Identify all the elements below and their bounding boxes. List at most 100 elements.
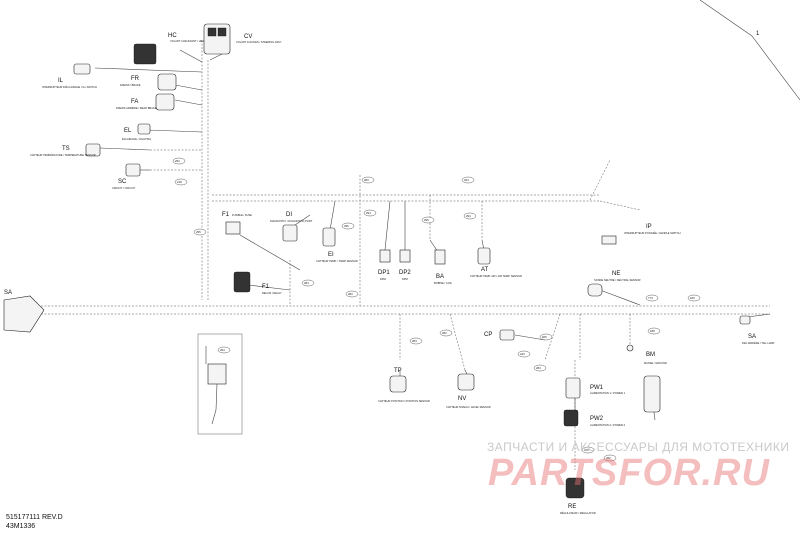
svg-text:282: 282: [442, 331, 447, 335]
svg-text:DP1: DP1: [378, 270, 390, 276]
svg-text:180: 180: [690, 296, 695, 300]
ref-badge: 296: [341, 222, 355, 230]
ref-badge: 294: [217, 346, 231, 354]
ref-badge: 218: [174, 178, 188, 186]
svg-text:INTERRUPTEUR D'ÉCLAIRAGE / ILL: INTERRUPTEUR D'ÉCLAIRAGE / ILL SWITCH: [42, 84, 97, 89]
svg-text:RÉGULATEUR / REGULATOR: RÉGULATEUR / REGULATOR: [560, 510, 596, 515]
svg-text:282: 282: [606, 456, 611, 460]
ref-badge: 243: [517, 350, 531, 358]
svg-text:294: 294: [466, 214, 471, 218]
svg-text:SC: SC: [118, 179, 127, 185]
cv-connector: CV VOLANT & ROUES / STEERING ASSY: [203, 23, 282, 55]
watermark-tagline: ЗАПЧАСТИ И АКСЕССУАРЫ ДЛЯ МОТОТЕХНИКИ: [487, 440, 790, 454]
svg-text:CAPTEUR TEMP. AIR / AIR TEMP.: CAPTEUR TEMP. AIR / AIR TEMP. SENSOR: [470, 274, 522, 278]
svg-text:CAPTEUR POSITION / POSITION SE: CAPTEUR POSITION / POSITION SENSOR: [378, 399, 430, 403]
svg-text:294: 294: [366, 211, 371, 215]
hc-connector: HC VOLANT CHAUFFANT / HEATED STEERING: [133, 33, 223, 65]
f1-fuse: F1 FUSIBLE / FUSE: [222, 212, 252, 235]
svg-text:BA: BA: [436, 274, 444, 280]
ref-badge: 773: [645, 294, 659, 302]
tp-connector: TP CAPTEUR POSITION / POSITION SENSOR: [378, 368, 430, 403]
svg-text:284: 284: [536, 366, 541, 370]
dp1-connector: DP1 DPM: [378, 249, 390, 281]
svg-text:284: 284: [412, 339, 417, 343]
svg-text:296: 296: [424, 218, 429, 222]
svg-text:PW2: PW2: [590, 416, 604, 422]
svg-text:EI: EI: [328, 252, 334, 258]
pw2-connector: PW2 ALIMENTATION 2 / POWER 2: [563, 409, 626, 427]
sa-right-connector: SA FEU ARRIÈRE / TAIL LAMP: [739, 315, 775, 345]
ref-badge: 282: [439, 329, 453, 337]
svg-text:DI: DI: [286, 212, 292, 218]
pw1-connector: PW1 ALIMENTATION 1 / POWER 1: [565, 377, 626, 399]
svg-text:BM: BM: [646, 352, 655, 358]
svg-text:FEU ARRIÈRE / TAIL LAMP: FEU ARRIÈRE / TAIL LAMP: [742, 340, 775, 345]
svg-text:294: 294: [220, 348, 225, 352]
svg-text:SONDE NEUTRE / NEUTRAL SENSOR: SONDE NEUTRE / NEUTRAL SENSOR: [594, 278, 641, 282]
svg-text:TP: TP: [394, 368, 402, 374]
svg-text:MASSE / GROUND: MASSE / GROUND: [644, 361, 667, 365]
ref-badge: 294: [363, 209, 377, 217]
svg-text:NE: NE: [612, 271, 620, 277]
svg-text:CIRCUIT / CIRCUIT: CIRCUIT / CIRCUIT: [112, 186, 136, 190]
ref-badge: 296: [421, 216, 435, 224]
svg-text:188: 188: [650, 329, 655, 333]
svg-text:ALIMENTATION 2 / POWER 2: ALIMENTATION 2 / POWER 2: [590, 423, 626, 427]
svg-text:IP: IP: [646, 224, 652, 230]
svg-text:FUSIBLE / FUSE: FUSIBLE / FUSE: [232, 213, 252, 217]
svg-text:INTERRUPTEUR POIGNÉE / HANDLE: INTERRUPTEUR POIGNÉE / HANDLE SWITCH: [624, 230, 681, 235]
svg-text:773: 773: [648, 296, 653, 300]
svg-text:IL: IL: [58, 78, 64, 84]
svg-text:DPM: DPM: [402, 277, 408, 281]
bm-component: BM MASSE / GROUND: [643, 352, 667, 413]
ref-badge: 284: [409, 337, 423, 345]
svg-text:TS: TS: [62, 146, 70, 152]
reference-badges: 293 218 295 283 294 294 296 294 296 284 …: [172, 157, 701, 462]
svg-text:DPM: DPM: [380, 277, 386, 281]
svg-text:ALIMENTATION 1 / POWER 1: ALIMENTATION 1 / POWER 1: [590, 391, 626, 395]
ref-badge: 196: [581, 446, 595, 454]
ref-badge: 293: [172, 157, 186, 165]
svg-text:CAPTEUR TEMPÉRATURE / TEMPERAT: CAPTEUR TEMPÉRATURE / TEMPERATURE SENSOR: [30, 152, 96, 157]
ref-badge: 180: [687, 294, 701, 302]
svg-text:FA: FA: [131, 99, 138, 105]
callout-1: 1: [699, 0, 800, 101]
svg-text:SA: SA: [4, 290, 12, 296]
drawing-number: 43M1336: [6, 523, 36, 530]
svg-text:DP2: DP2: [399, 270, 411, 276]
ne-connector: NE SONDE NEUTRE / NEUTRAL SENSOR: [587, 271, 641, 297]
svg-text:RE: RE: [568, 504, 576, 510]
svg-text:196: 196: [584, 448, 589, 452]
svg-text:FREINS / BRAKE: FREINS / BRAKE: [120, 83, 141, 87]
ref-badge: 294: [461, 176, 475, 184]
watermark-logo: PARTSFOR.RU: [488, 452, 770, 494]
svg-text:VOLANT CHAUFFANT / HEATED STEE: VOLANT CHAUFFANT / HEATED STEERING: [170, 39, 223, 43]
svg-text:SA: SA: [748, 334, 756, 340]
svg-text:218: 218: [177, 180, 182, 184]
callout-label: 1: [756, 31, 760, 37]
ip-connector: IP INTERRUPTEUR POIGNÉE / HANDLE SWITCH: [601, 224, 681, 245]
document-part-number: 515177111 REV.D: [6, 514, 63, 521]
svg-text:RELAIS / RELAY: RELAIS / RELAY: [262, 291, 282, 295]
svg-text:243: 243: [520, 352, 525, 356]
di-connector: DI DIAGNOSTIC / DIAGNOSTIC PORT: [270, 212, 313, 242]
sa-left-connector: SA: [3, 290, 45, 333]
svg-text:EL: EL: [124, 128, 132, 134]
ref-badge: 284: [301, 279, 315, 287]
svg-text:294: 294: [464, 178, 469, 182]
ref-badge: 925: [539, 333, 553, 341]
svg-text:283: 283: [348, 292, 353, 296]
svg-text:FREINS ARRIÈRE / REAR BRAKE: FREINS ARRIÈRE / REAR BRAKE: [116, 105, 157, 110]
svg-text:DIAGNOSTIC / DIAGNOSTIC PORT: DIAGNOSTIC / DIAGNOSTIC PORT: [270, 219, 313, 223]
svg-text:ÉCLAIRAGE / LIGHTING: ÉCLAIRAGE / LIGHTING: [122, 136, 151, 141]
nv-connector: NV CAPTEUR NIVEAU / LEVEL SENSOR: [446, 373, 491, 409]
svg-text:283: 283: [364, 178, 369, 182]
harness-trunks: [20, 40, 770, 470]
f1-relay: F1 RELAIS / RELAY: [233, 271, 282, 295]
ts-connector: TS CAPTEUR TEMPÉRATURE / TEMPERATURE SEN…: [30, 143, 101, 157]
svg-text:AT: AT: [481, 267, 489, 273]
svg-text:CAPTEUR NIVEAU / LEVEL SENSOR: CAPTEUR NIVEAU / LEVEL SENSOR: [446, 405, 491, 409]
ei-connector: EI CAPTEUR TEMP. / TEMP SENSOR: [316, 227, 358, 263]
svg-text:FR: FR: [131, 76, 140, 82]
